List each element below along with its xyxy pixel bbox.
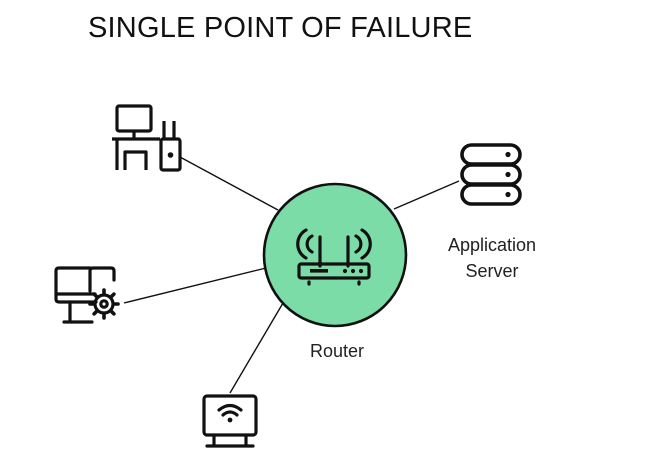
connections — [123, 156, 460, 394]
server-icon — [460, 143, 522, 206]
link-desktop-router — [179, 156, 279, 211]
link-workstation-router — [123, 267, 267, 304]
application-server-label-line1: Application — [447, 235, 537, 255]
wifi-dot — [227, 417, 233, 423]
server-lights — [505, 151, 511, 198]
router-node — [262, 182, 408, 328]
router-lights — [310, 268, 364, 274]
link-wifi-terminal-router — [229, 302, 284, 394]
router-circle — [262, 182, 408, 328]
monitor-settings-icon — [54, 266, 116, 324]
application-server-label-line2: Server — [465, 261, 519, 281]
application-server-label: Application Server — [432, 232, 552, 284]
router-icon — [296, 228, 372, 286]
desktop-computer-icon — [112, 104, 182, 172]
diagram-title: SINGLE POINT OF FAILURE — [88, 12, 473, 44]
gear-teeth — [88, 288, 120, 320]
link-server-router — [393, 180, 460, 210]
wifi-terminal-icon — [202, 394, 258, 448]
router-label: Router — [309, 341, 365, 361]
